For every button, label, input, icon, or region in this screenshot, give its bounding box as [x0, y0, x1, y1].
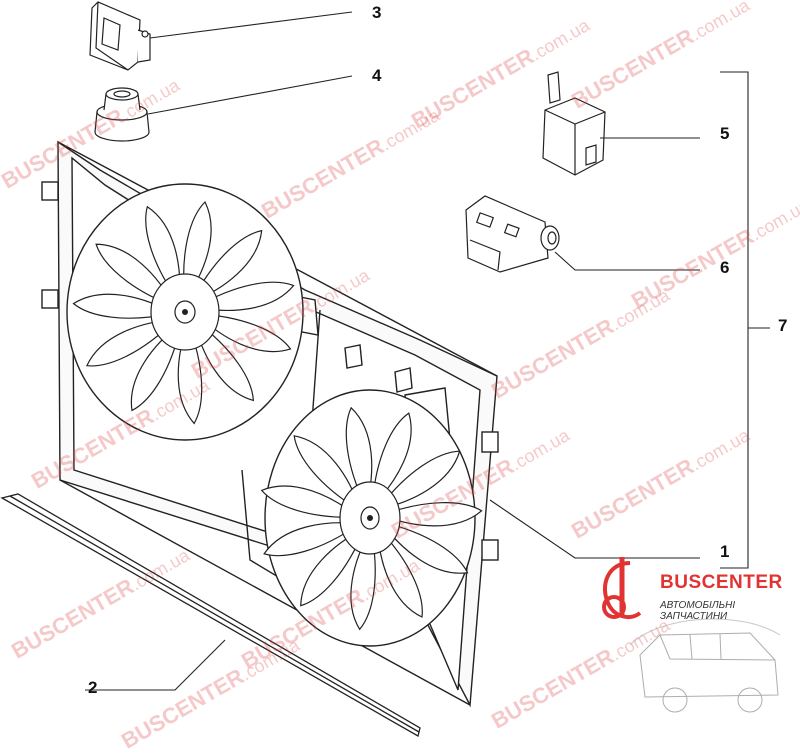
callout-1: 1 — [720, 542, 730, 561]
callout-2: 2 — [88, 678, 98, 697]
fan-upper — [66, 183, 304, 441]
leader-lines — [85, 11, 770, 691]
rubber-grommet — [94, 87, 150, 142]
fan-lower — [259, 389, 484, 647]
resistor-module — [465, 195, 560, 273]
bracket-clip — [89, 1, 151, 71]
relay — [542, 71, 606, 176]
logo-name: BUSCENTER — [660, 572, 783, 593]
seal-strip — [0, 493, 421, 737]
logo-tagline: АВТОМОБІЛЬНІ ЗАПЧАСТИНИ — [660, 600, 736, 622]
callout-6: 6 — [720, 258, 730, 277]
callout-3: 3 — [372, 3, 382, 22]
callout-5: 5 — [720, 124, 730, 143]
callout-7: 7 — [778, 316, 788, 335]
buscenter-logo — [602, 557, 781, 713]
callout-4: 4 — [372, 66, 382, 85]
